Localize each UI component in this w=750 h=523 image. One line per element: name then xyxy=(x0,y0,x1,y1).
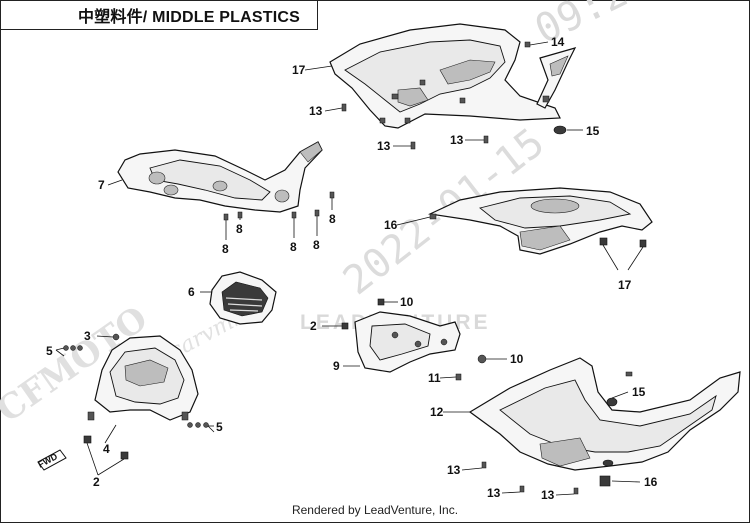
callout-17-mid: 17 xyxy=(618,278,632,292)
callout-15-top: 15 xyxy=(586,124,600,138)
direction-marker: FWD xyxy=(36,449,67,471)
callout-labels: 17 14 13 13 13 15 7 8 8 8 8 8 16 17 6 10… xyxy=(46,35,658,502)
part-17-upper-panel[interactable] xyxy=(329,23,561,129)
part-15-grommet-top[interactable] xyxy=(553,125,567,135)
callout-3: 3 xyxy=(84,329,91,343)
callout-14: 14 xyxy=(551,35,565,49)
callout-16-bottom: 16 xyxy=(644,475,658,489)
callout-8-c: 8 xyxy=(290,240,297,254)
callout-15-bottom: 15 xyxy=(632,385,646,399)
callout-2-bottom: 2 xyxy=(93,475,100,489)
callout-16-mid: 16 xyxy=(384,218,398,232)
page-title: 中塑料件/ MIDDLE PLASTICS xyxy=(78,8,300,26)
callout-6: 6 xyxy=(188,285,195,299)
part-14-bracket[interactable] xyxy=(536,47,577,109)
callout-8-d: 8 xyxy=(313,238,320,252)
footer-credit: Rendered by LeadVenture, Inc. xyxy=(291,503,459,517)
callout-13-b: 13 xyxy=(377,139,391,153)
callout-11: 11 xyxy=(428,371,441,385)
callout-2-mid: 2 xyxy=(310,319,317,333)
callout-13-c: 13 xyxy=(450,133,464,147)
part-7-side-cover[interactable] xyxy=(117,141,323,213)
fasteners-13-top[interactable] xyxy=(341,41,531,150)
leader-lines xyxy=(55,41,644,496)
callout-10-bottom: 10 xyxy=(510,352,524,366)
callout-13-e: 13 xyxy=(487,486,501,500)
callout-13-a: 13 xyxy=(309,104,323,118)
part-16-right-cover[interactable] xyxy=(427,187,653,255)
callout-12: 12 xyxy=(430,405,444,419)
title-box: 中塑料件/ MIDDLE PLASTICS xyxy=(0,0,318,30)
callout-7: 7 xyxy=(98,178,105,192)
callout-8-b: 8 xyxy=(236,222,243,236)
callout-17-top: 17 xyxy=(292,63,306,77)
callout-4: 4 xyxy=(103,442,110,456)
callout-8-a: 8 xyxy=(222,242,229,256)
callout-5-left: 5 xyxy=(46,344,53,358)
callout-5-right: 5 xyxy=(216,420,223,434)
part-9-bracket[interactable] xyxy=(341,298,487,381)
part-4-front-panel[interactable] xyxy=(63,333,209,460)
callout-13-d: 13 xyxy=(447,463,461,477)
part-12-lower-side-panel[interactable] xyxy=(468,357,741,495)
callout-10-top: 10 xyxy=(400,295,414,309)
callout-13-f: 13 xyxy=(541,488,555,502)
part-6-vent-grille[interactable] xyxy=(209,271,277,325)
callout-9: 9 xyxy=(333,359,340,373)
callout-8-e: 8 xyxy=(329,212,336,226)
